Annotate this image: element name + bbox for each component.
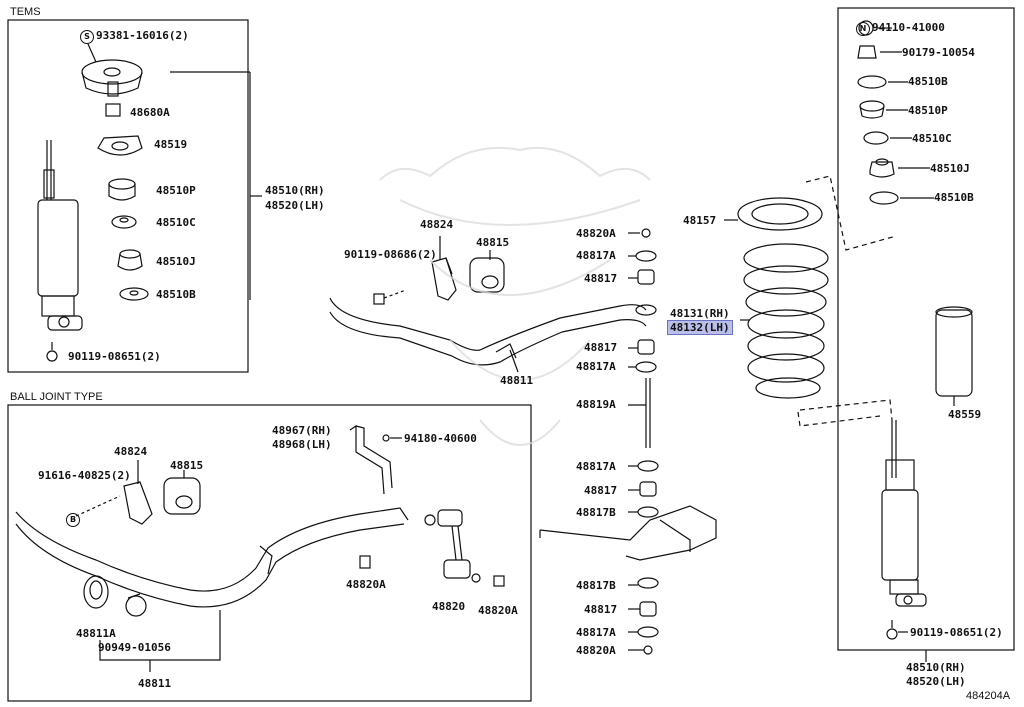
- lower-arm-bracket-icon: [539, 505, 717, 561]
- bushing-48815-lower-icon: [163, 477, 201, 515]
- callout-48820[interactable]: 48820: [432, 600, 466, 613]
- bracket-48967-icon: [349, 424, 393, 495]
- callout-48817-3[interactable]: 48817: [584, 484, 618, 497]
- nut-48820a-icon: [359, 555, 505, 587]
- callout-90119-08651-left[interactable]: 90119-08651(2): [68, 350, 161, 363]
- callout-48817a-4[interactable]: 48817A: [576, 626, 616, 639]
- callout-48815-bottom[interactable]: 48815: [170, 459, 204, 472]
- callout-48824-top[interactable]: 48824: [420, 218, 454, 231]
- callout-48510j-right[interactable]: 48510J: [930, 162, 970, 175]
- s-badge-icon: S: [80, 30, 94, 44]
- bump-boot-icon: [935, 306, 973, 397]
- callout-text: 93381-16016(2): [96, 29, 189, 42]
- bushing-48510j-icon: [117, 249, 143, 271]
- bolt-right-icon: [886, 620, 898, 640]
- stabilizer-bar-upper-icon: [329, 297, 647, 366]
- tems-box: [7, 19, 249, 373]
- bushing-48811a-icon: [83, 575, 109, 609]
- callout-48817a-2[interactable]: 48817A: [576, 360, 616, 373]
- callout-48131-rh[interactable]: 48131(RH): [670, 307, 730, 320]
- callout-48820a-bottom[interactable]: 48820A: [576, 644, 616, 657]
- callout-text: 94110-41000: [872, 21, 945, 34]
- callout-48817b-2[interactable]: 48817B: [576, 579, 616, 592]
- callout-48820a-center[interactable]: 48820A: [576, 227, 616, 240]
- plate-icon: [97, 135, 143, 156]
- callout-48510b-right-1[interactable]: 48510B: [908, 75, 948, 88]
- callout-90119-08651-right[interactable]: 90119-08651(2): [910, 626, 1003, 639]
- callout-48132-lh-highlighted[interactable]: 48132(LH): [667, 320, 733, 335]
- callout-90179-10054[interactable]: 90179-10054: [902, 46, 975, 59]
- right-bushing-icons: [857, 75, 899, 205]
- link-bushing-stack-icon: [635, 228, 659, 655]
- callout-48680a[interactable]: 48680A: [130, 106, 170, 119]
- stabilizer-bar-lower-icon: [15, 507, 409, 608]
- callout-48811-bottom[interactable]: 48811: [138, 677, 172, 690]
- bushing-48510b-icon: [119, 287, 149, 301]
- bracket-48824-icon: [431, 257, 457, 301]
- callout-48510p-right[interactable]: 48510P: [908, 104, 948, 117]
- callout-48820a-lower-1[interactable]: 48820A: [346, 578, 386, 591]
- diagram-code: 484204A: [966, 690, 1011, 702]
- nut-icon: [105, 103, 121, 117]
- callout-48967-rh[interactable]: 48967(RH): [272, 424, 332, 437]
- b-badge-icon: B: [66, 513, 80, 527]
- shock-absorber-left-icon: [37, 140, 83, 331]
- callout-91616-40825[interactable]: 91616-40825(2): [38, 469, 131, 482]
- nut-90179-icon: [857, 45, 877, 59]
- callout-48811a[interactable]: 48811A: [76, 627, 116, 640]
- upper-mount-icon: [81, 59, 143, 97]
- callout-48968-lh[interactable]: 48968(LH): [272, 438, 332, 451]
- callout-48520-lh-bottom[interactable]: 48520(LH): [906, 675, 966, 688]
- callout-94180-40600[interactable]: 94180-40600: [404, 432, 477, 445]
- callout-48819a[interactable]: 48819A: [576, 398, 616, 411]
- callout-48559[interactable]: 48559: [948, 408, 982, 421]
- b-bolt-icon: [75, 495, 121, 517]
- n-badge-icon: N: [856, 22, 870, 36]
- bushing-48510p-icon: [108, 178, 136, 201]
- callout-48510-rh-mid[interactable]: 48510(RH): [265, 184, 325, 197]
- callout-48817b-1[interactable]: 48817B: [576, 506, 616, 519]
- callout-48519[interactable]: 48519: [154, 138, 188, 151]
- section-ball-joint-label: BALL JOINT TYPE: [10, 391, 103, 403]
- callout-90949-01056[interactable]: 90949-01056: [98, 641, 171, 654]
- ball-joint-box: [7, 404, 532, 702]
- clamp-90949-icon: [125, 593, 147, 617]
- bushing-48815-icon: [469, 257, 505, 293]
- callout-48510j[interactable]: 48510J: [156, 255, 196, 268]
- section-tems-label: TEMS: [10, 6, 41, 18]
- callout-48510b-right-2[interactable]: 48510B: [934, 191, 974, 204]
- callout-48817-4[interactable]: 48817: [584, 603, 618, 616]
- coil-spring-icon: [743, 243, 829, 399]
- callout-48815-top[interactable]: 48815: [476, 236, 510, 249]
- callout-48820a-lower-2[interactable]: 48820A: [478, 604, 518, 617]
- callout-48811-top[interactable]: 48811: [500, 374, 534, 387]
- callout-48157[interactable]: 48157: [683, 214, 717, 227]
- bolt-90119-icon: [373, 289, 407, 305]
- callout-48510c-right[interactable]: 48510C: [912, 132, 952, 145]
- spring-insulator-icon: [737, 197, 823, 231]
- stabilizer-link-icon: [424, 509, 481, 583]
- callout-48817a-3[interactable]: 48817A: [576, 460, 616, 473]
- callout-48824-bottom[interactable]: 48824: [114, 445, 148, 458]
- callout-48510b[interactable]: 48510B: [156, 288, 196, 301]
- watermark-crest-icon: [379, 146, 651, 446]
- callout-48510c[interactable]: 48510C: [156, 216, 196, 229]
- callout-90119-08686[interactable]: 90119-08686(2): [344, 248, 437, 261]
- bolt-icon: [46, 342, 58, 362]
- callout-48817a-1[interactable]: 48817A: [576, 249, 616, 262]
- callout-48817-2[interactable]: 48817: [584, 341, 618, 354]
- callout-48510-rh-bottom[interactable]: 48510(RH): [906, 661, 966, 674]
- callout-48510p[interactable]: 48510P: [156, 184, 196, 197]
- shock-absorber-right-icon: [881, 420, 927, 607]
- callout-b-badge[interactable]: B: [66, 512, 82, 527]
- bushing-48510c-icon: [111, 215, 137, 229]
- callout-48817-1[interactable]: 48817: [584, 272, 618, 285]
- bracket-48824-lower-icon: [123, 481, 153, 525]
- callout-48520-lh-mid[interactable]: 48520(LH): [265, 199, 325, 212]
